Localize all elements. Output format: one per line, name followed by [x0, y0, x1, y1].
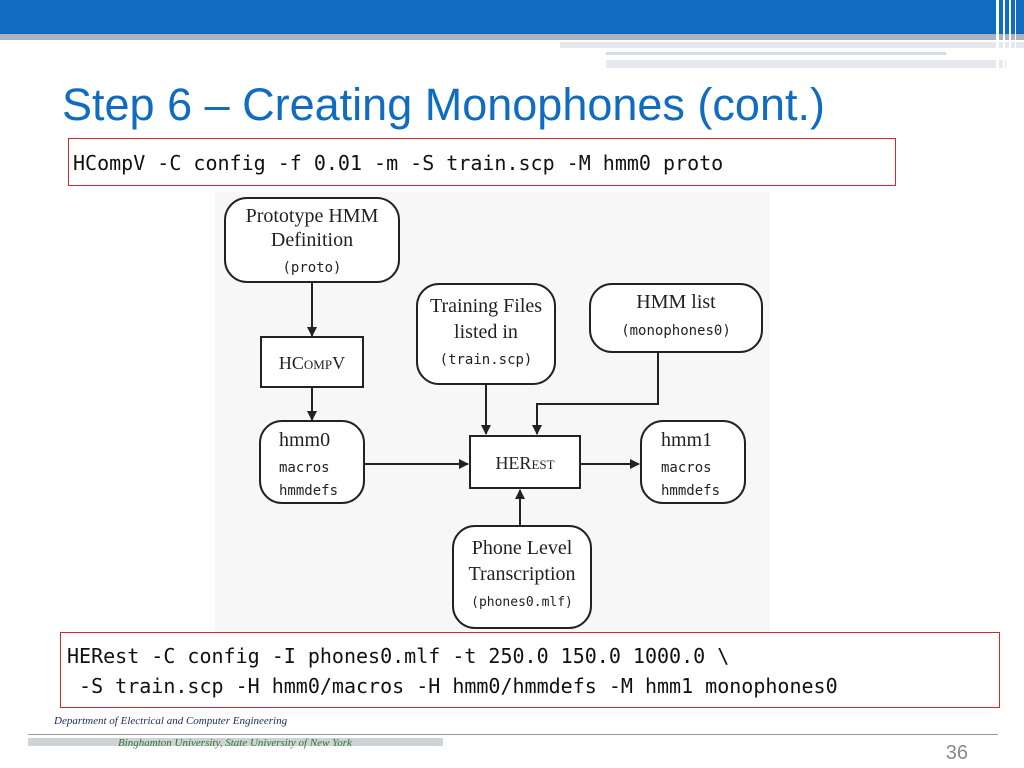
page-number: 36: [945, 742, 968, 764]
header-banner: [0, 0, 1024, 34]
herest-command-line2: -S train.scp -H hmm0/macros -H hmm0/hmmd…: [67, 674, 838, 698]
hcompv-command-box: HCompV -C config -f 0.01 -m -S train.scp…: [68, 138, 896, 186]
training-files-node: Training Files listed in (train.scp): [416, 283, 556, 385]
hmm1-file-macros: macros: [661, 460, 712, 476]
arrow-hmmlist-to-herest: [532, 352, 659, 435]
hcompv-label-end: V: [332, 353, 345, 373]
herest-label-main: HER: [495, 453, 531, 473]
hmm1-title: hmm1: [661, 429, 712, 451]
herest-command-box: HERest -C config -I phones0.mlf -t 250.0…: [60, 632, 1000, 708]
hmm0-title: hmm0: [279, 429, 330, 451]
hmm0-file-macros: macros: [279, 460, 330, 476]
footer-divider: [28, 734, 998, 735]
phone-line1: Phone Level: [472, 537, 573, 559]
hmmlist-line1: HMM list: [636, 291, 716, 313]
hmmlist-line2: (monophones0): [621, 323, 731, 339]
hmm1-file-hmmdefs: hmmdefs: [661, 483, 720, 499]
hmm0-node: hmm0 macros hmmdefs: [259, 420, 365, 504]
slide-title: Step 6 – Creating Monophones (cont.): [62, 79, 825, 130]
hmm-list-node: HMM list (monophones0): [589, 283, 763, 353]
footer-accent-bar: [28, 738, 443, 746]
training-line3: (train.scp): [440, 352, 533, 368]
hcompv-label-small: OMP: [304, 357, 332, 372]
proto-line1: Prototype HMM: [246, 205, 379, 227]
herest-label-small: EST: [531, 457, 554, 472]
header-stripe: [1003, 0, 1005, 70]
proto-line3: (proto): [282, 260, 341, 276]
header-accent-bar: [606, 60, 1006, 68]
footer-department: Department of Electrical and Computer En…: [54, 715, 288, 727]
header-banner-shadow: [0, 34, 1024, 40]
proto-line2: Definition: [271, 229, 353, 251]
hcompv-node: HCOMPV: [260, 336, 364, 388]
training-line2: listed in: [454, 321, 518, 343]
header-stripe: [996, 0, 999, 70]
footer-university: Binghamton University, State University …: [118, 737, 352, 749]
phone-transcription-node: Phone Level Transcription (phones0.mlf): [452, 525, 592, 629]
header-stripe: [1015, 0, 1016, 70]
svg-text:HCOMPV: HCOMPV: [279, 353, 345, 373]
herest-node: HEREST: [469, 435, 581, 489]
hmm-training-diagram: Prototype HMM Definition (proto) HCOMPV …: [215, 192, 770, 632]
header-accent-bar: [560, 42, 1024, 48]
hmm1-node: hmm1 macros hmmdefs: [640, 420, 746, 504]
hcompv-command: HCompV -C config -f 0.01 -m -S train.scp…: [73, 151, 724, 175]
hmm0-file-hmmdefs: hmmdefs: [279, 483, 338, 499]
phone-line3: (phones0.mlf): [471, 595, 573, 610]
header-accent-bar: [606, 52, 946, 55]
header-stripe: [1009, 0, 1011, 70]
phone-line2: Transcription: [468, 563, 575, 585]
herest-command-line1: HERest -C config -I phones0.mlf -t 250.0…: [67, 644, 730, 668]
svg-text:HEREST: HEREST: [495, 453, 554, 473]
training-line1: Training Files: [430, 295, 542, 317]
proto-node: Prototype HMM Definition (proto): [224, 197, 400, 283]
hcompv-label-main: HC: [279, 353, 304, 373]
